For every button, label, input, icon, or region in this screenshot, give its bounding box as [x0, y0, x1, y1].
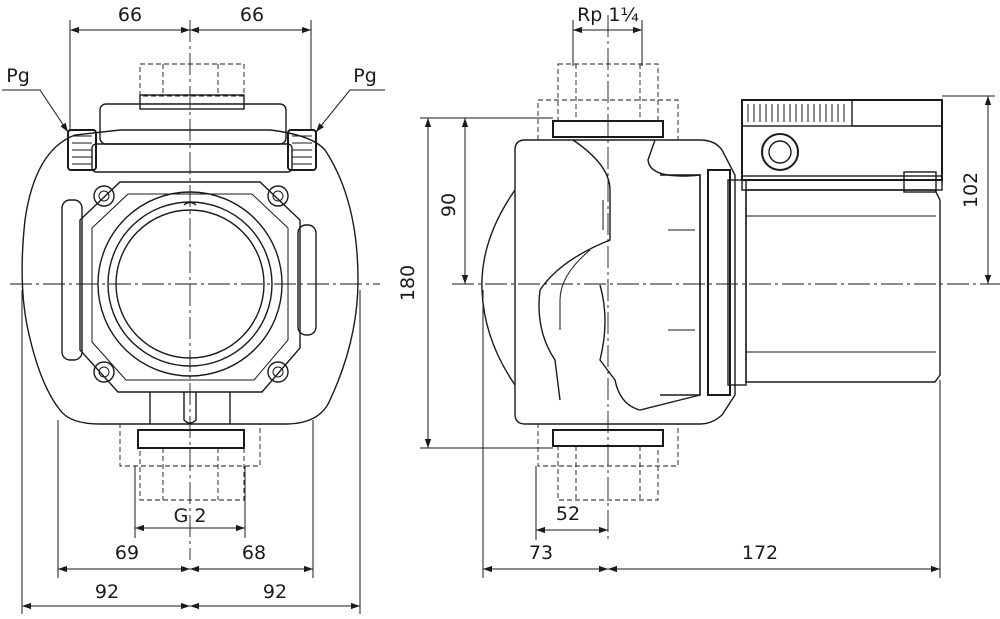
front-view: 66 66 Pg Pg G 2 69 68 92 92 — [2, 4, 385, 614]
front-bottom-outlet — [139, 447, 245, 501]
side-top-outer — [537, 99, 679, 141]
front-lower-neck — [149, 392, 231, 424]
label-g2: G 2 — [174, 505, 207, 527]
label-pg-left: Pg — [6, 65, 30, 87]
front-cable-gland-left — [67, 129, 97, 171]
bolt-bottom-right — [267, 361, 289, 383]
side-top-flange — [552, 120, 664, 138]
front-upper-band — [91, 143, 293, 173]
label-68: 68 — [242, 542, 266, 564]
leader-pg-right — [315, 89, 385, 133]
front-top-notch — [183, 201, 197, 206]
front-boss-right — [297, 224, 317, 336]
label-90: 90 — [438, 193, 460, 217]
side-flange-step — [660, 174, 701, 396]
front-motor-inner — [91, 193, 289, 381]
side-housing-outline — [514, 139, 736, 425]
side-bottom-outer — [537, 423, 679, 467]
side-terminal-lower — [741, 175, 943, 191]
label-66-right: 66 — [240, 4, 264, 26]
side-speed-knob-inner — [768, 140, 792, 164]
front-bottom-flange — [137, 429, 245, 449]
side-top-inlet — [557, 63, 659, 122]
front-boss-left — [61, 199, 83, 361]
front-top-box — [99, 103, 287, 145]
front-top-inlet — [139, 63, 245, 97]
side-volute — [538, 139, 701, 411]
front-cable-gland-right — [287, 129, 317, 171]
side-terminal-clip — [903, 171, 937, 193]
side-bottom-outlet — [557, 445, 659, 501]
front-ring-inner — [115, 209, 265, 359]
label-66-left: 66 — [118, 4, 142, 26]
leader-pg-left — [2, 89, 69, 133]
label-73: 73 — [529, 542, 553, 564]
label-102: 102 — [960, 172, 982, 208]
label-92-right: 92 — [263, 581, 287, 603]
side-housing-dome — [481, 189, 516, 386]
side-terminal-panel — [851, 99, 943, 127]
bolt-top-left-inner — [98, 190, 110, 202]
label-69: 69 — [115, 542, 139, 564]
front-bottom-flange-outer — [119, 423, 261, 467]
label-pg-right: Pg — [353, 65, 377, 87]
front-top-cap — [139, 94, 245, 110]
bolt-top-right — [267, 185, 289, 207]
label-172: 172 — [742, 542, 778, 564]
front-neck-drop — [183, 392, 197, 424]
label-rp: Rp 1¼ — [577, 4, 639, 26]
bolt-bottom-left-inner — [98, 366, 110, 378]
side-motor-body — [745, 189, 941, 383]
side-speed-knob — [761, 133, 799, 171]
side-motor-flange — [707, 169, 731, 396]
bolt-bottom-right-inner — [272, 366, 284, 378]
side-volute-inner — [559, 200, 604, 330]
bolt-top-right-inner — [272, 190, 284, 202]
bolt-top-left — [93, 185, 115, 207]
label-180: 180 — [397, 265, 419, 301]
label-52: 52 — [556, 503, 580, 525]
bolt-bottom-left — [93, 361, 115, 383]
side-terminal-vents — [747, 104, 845, 122]
side-view: Rp 1¼ 180 90 102 52 73 172 — [397, 4, 1000, 578]
front-ring-outer — [97, 191, 283, 377]
label-92-left: 92 — [95, 581, 119, 603]
